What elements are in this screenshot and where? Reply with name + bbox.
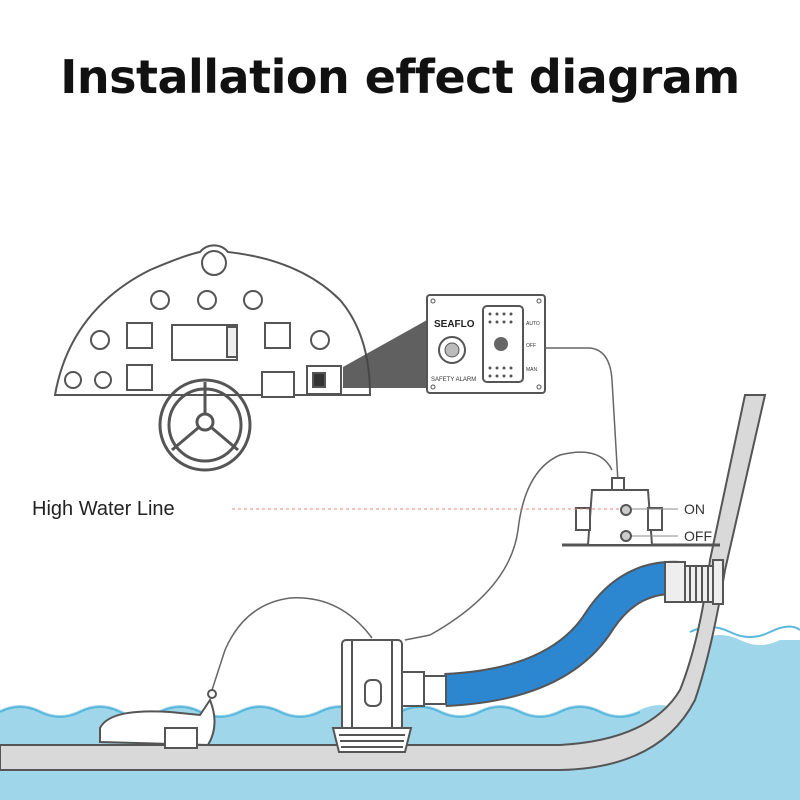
- discharge-hose-fill: [444, 562, 681, 705]
- panel-off-label: OFF: [526, 343, 536, 349]
- water-sensor: [99, 689, 217, 749]
- on-label: ON: [684, 501, 705, 517]
- panel-brand: SEAFLO: [434, 319, 475, 330]
- boat-hull: [0, 394, 767, 771]
- zoom-beam: [343, 320, 427, 388]
- control-panel: SEAFLO SAFETY ALARM AUTO OFF MAN: [426, 294, 546, 394]
- panel-man-label: MAN: [526, 367, 538, 373]
- bilge-pump: [331, 639, 447, 753]
- wave-line: [0, 706, 641, 718]
- wires: [211, 347, 619, 691]
- float-switch: [562, 477, 720, 547]
- page-title: Installation effect diagram: [60, 50, 740, 104]
- steering-wheel: [158, 378, 252, 472]
- thru-hull-fitting: [664, 559, 724, 605]
- off-label: OFF: [684, 528, 712, 544]
- high-water-line-label: High Water Line: [32, 498, 175, 520]
- panel-auto-label: AUTO: [526, 321, 540, 327]
- panel-alarm-label: SAFETY ALARM: [431, 377, 476, 383]
- dashboard: [53, 244, 372, 398]
